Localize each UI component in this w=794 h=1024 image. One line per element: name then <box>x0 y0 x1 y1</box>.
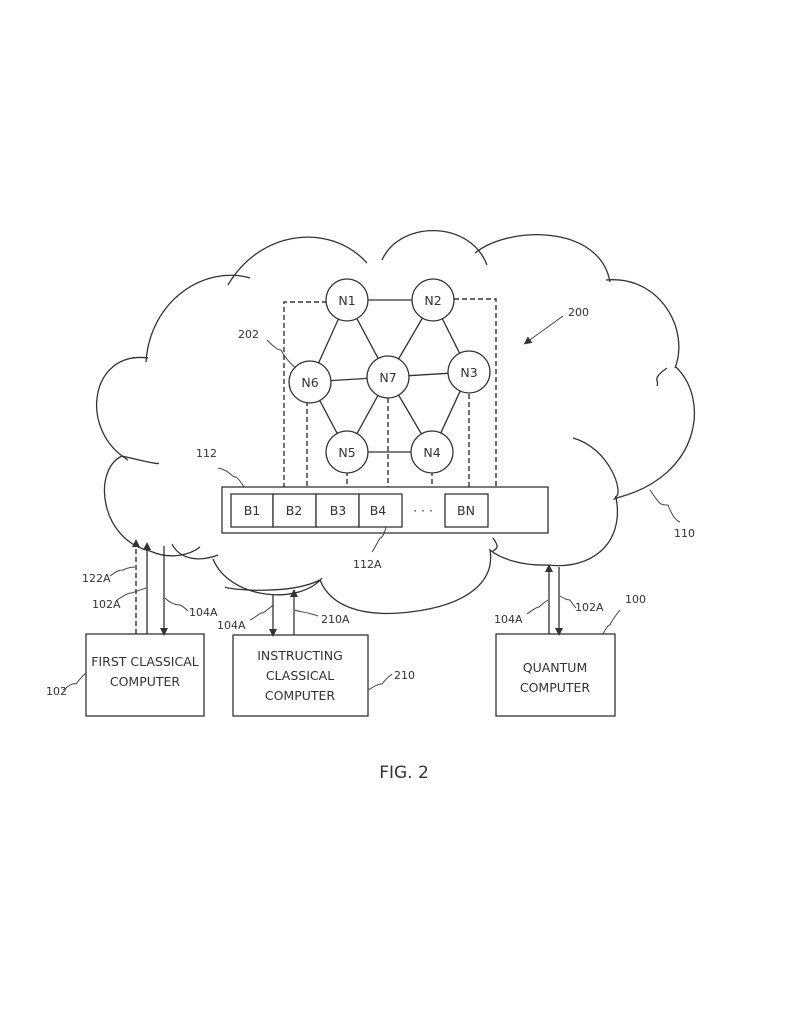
ref-210: 210 <box>394 669 415 682</box>
instructing-classical-computer-box <box>232 634 369 717</box>
node-circle <box>325 278 369 322</box>
ellipsis: · · · <box>413 503 433 518</box>
node-circle <box>447 350 491 394</box>
node-n6: N6 <box>288 360 332 404</box>
buffer-cell-label: B2 <box>286 503 303 518</box>
ref-100: 100 <box>625 593 646 606</box>
edge-n6-n5 <box>319 400 338 434</box>
cloud-110 <box>96 230 696 615</box>
edge-n3-n4 <box>440 390 461 434</box>
buffer-cell-b4 <box>358 493 403 528</box>
leader-210 <box>367 673 393 691</box>
edge-n1-n7 <box>356 318 379 359</box>
network-edges <box>318 299 461 453</box>
buffer-cell-bn <box>444 493 489 528</box>
node-n4: N4 <box>410 430 454 474</box>
buffer-cell-label: B3 <box>330 503 347 518</box>
edge-n5-n7 <box>356 395 379 434</box>
node-label: N1 <box>338 293 355 308</box>
ref-110: 110 <box>674 527 695 540</box>
instructing-line1: INSTRUCTING <box>257 648 343 663</box>
node-circle <box>411 278 455 322</box>
node-circle <box>325 430 369 474</box>
node-n2: N2 <box>411 278 455 322</box>
leader-104a-first <box>164 597 189 612</box>
ref-104a-instructing: 104A <box>217 619 246 632</box>
quantum-line1: QUANTUM <box>523 660 587 675</box>
leader-210a <box>294 609 319 617</box>
node-circle <box>410 430 454 474</box>
figure-caption: FIG. 2 <box>379 763 429 783</box>
edge-n2-n3 <box>441 318 461 354</box>
leader-122a <box>109 566 136 577</box>
ref-102a-quantum: 102A <box>575 601 604 614</box>
leader-104a-instructing <box>249 604 274 621</box>
leader-100 <box>602 609 621 635</box>
edge-n1-n6 <box>318 318 339 364</box>
arrow-200 <box>523 315 564 345</box>
buffer-cell-label: BN <box>457 503 475 518</box>
buffer-cell-label: B1 <box>244 503 261 518</box>
ref-122a: 122A <box>82 572 111 585</box>
leader-102a <box>116 587 147 601</box>
dashed-connectors <box>283 298 497 487</box>
leader-102 <box>62 672 87 691</box>
first-classical-line2: COMPUTER <box>110 674 181 689</box>
leader-104a-quantum <box>526 599 549 615</box>
node-n3: N3 <box>447 350 491 394</box>
leader-102a-quantum <box>559 595 577 609</box>
ref-202: 202 <box>238 328 259 341</box>
ref-104a-quantum: 104A <box>494 613 523 626</box>
edge-n2-n7 <box>398 317 423 360</box>
ref-200: 200 <box>568 306 589 319</box>
instructing-line2: CLASSICAL <box>266 668 334 683</box>
node-label: N6 <box>301 375 318 390</box>
node-n5: N5 <box>325 430 369 474</box>
buffer-cell-b1 <box>230 493 274 528</box>
leader-110 <box>649 489 681 523</box>
node-circle <box>366 355 410 399</box>
edge-n7-n4 <box>398 394 422 435</box>
ref-102: 102 <box>46 685 67 698</box>
ref-210a: 210A <box>321 613 350 626</box>
node-label: N3 <box>460 365 477 380</box>
node-label: N7 <box>379 370 396 385</box>
node-label: N4 <box>423 445 440 460</box>
buffer-cell-label: B4 <box>370 503 387 518</box>
buffer-cells: B1 B2 B3 B4 BN · · · <box>230 493 489 528</box>
edge-n7-n3 <box>408 372 449 377</box>
first-classical-computer-box <box>85 633 205 717</box>
leader-112a <box>371 526 387 553</box>
first-classical-line1: FIRST CLASSICAL <box>91 654 198 669</box>
node-circle <box>288 360 332 404</box>
ref-112a: 112A <box>353 558 382 571</box>
node-label: N5 <box>338 445 355 460</box>
node-n1: N1 <box>325 278 369 322</box>
edge-n6-n7 <box>330 377 368 382</box>
ref-112: 112 <box>196 447 217 460</box>
quantum-line2: COMPUTER <box>520 680 591 695</box>
node-label: N2 <box>424 293 441 308</box>
buffer-cell-b2 <box>272 493 317 528</box>
ref-102a: 102A <box>92 598 121 611</box>
leader-202 <box>266 339 297 369</box>
node-n7: N7 <box>366 355 410 399</box>
leader-112 <box>217 467 245 488</box>
instructing-line3: COMPUTER <box>265 688 336 703</box>
quantum-computer-box <box>495 633 616 717</box>
buffer-cell-b3 <box>315 493 360 528</box>
ref-104a-first: 104A <box>189 606 218 619</box>
